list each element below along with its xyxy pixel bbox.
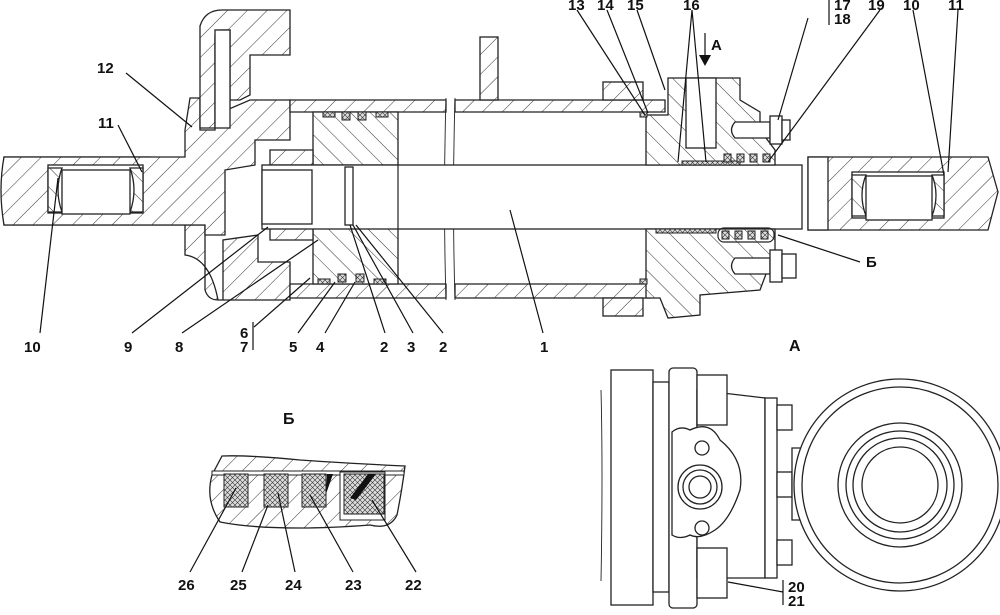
label-5: 5 — [289, 339, 297, 356]
detail-b-title: Б — [283, 411, 295, 428]
label-6: 6 — [240, 325, 248, 342]
piston-seal — [317, 278, 331, 285]
label-11-right: 11 — [948, 0, 964, 14]
view-a-arrow-head — [699, 55, 711, 66]
piston-seal — [375, 111, 389, 118]
label-3: 3 — [407, 339, 415, 356]
label-10-left: 10 — [24, 339, 41, 356]
label-10-right: 10 — [903, 0, 920, 14]
view-a-port-bolt — [694, 520, 710, 536]
label-13: 13 — [568, 0, 585, 14]
label-15: 15 — [627, 0, 644, 14]
label-7: 7 — [240, 339, 248, 356]
rod-seal — [723, 153, 732, 163]
piston-nut-low — [269, 227, 314, 241]
label-19: 19 — [868, 0, 885, 14]
label-11-left: 11 — [98, 115, 114, 132]
rod-seal — [762, 153, 771, 163]
label-12: 12 — [97, 60, 114, 77]
piston-seal — [355, 273, 365, 283]
view-a-arrow-label: A — [711, 37, 722, 54]
gland-bottom — [645, 228, 776, 319]
view-a-rod-bolt — [776, 539, 793, 566]
view-a: A 20 21 — [600, 338, 1000, 610]
view-a-bolt-plate — [764, 397, 778, 579]
detail-wedge-22 — [350, 474, 376, 500]
label-20: 20 — [788, 579, 805, 596]
label-25: 25 — [230, 577, 247, 594]
piston-nut — [269, 149, 314, 166]
view-a-rod-bolt — [776, 404, 793, 431]
left-bearing-ring2 — [129, 167, 144, 213]
label-23: 23 — [345, 577, 362, 594]
view-a-title: A — [789, 338, 801, 355]
gland-bolt-bottom — [730, 249, 797, 283]
piston-seal — [337, 273, 347, 283]
piston-seal — [373, 278, 387, 285]
tube-oring — [639, 278, 648, 285]
label-14: 14 — [597, 0, 614, 14]
detail-seal-25 — [263, 473, 289, 508]
label-16: 16 — [683, 0, 700, 14]
view-a-bolt-bottom — [696, 547, 728, 599]
rod-groove — [344, 166, 354, 226]
rod-seal — [734, 230, 743, 240]
label-26: 26 — [178, 577, 195, 594]
label-8: 8 — [175, 339, 183, 356]
rod-seal — [760, 230, 769, 240]
right-bearing-ring2 — [931, 174, 945, 217]
label-9: 9 — [124, 339, 132, 356]
rod-seal — [721, 230, 730, 240]
rod-eye-neck — [807, 156, 829, 231]
piston-top — [312, 111, 399, 166]
detail-b: Б 26 25 24 23 22 — [178, 411, 422, 594]
label-2b: 2 — [439, 339, 447, 356]
tube-bottom-right — [454, 283, 651, 299]
rod-seal — [736, 153, 745, 163]
right-ball — [865, 175, 933, 221]
rod-seal — [749, 153, 758, 163]
view-a-rod-bolt — [776, 471, 793, 498]
rear-eye-lug — [0, 97, 291, 236]
piston-seal — [341, 111, 351, 121]
label-22: 22 — [405, 577, 422, 594]
tube-bottom-left — [289, 283, 447, 299]
view-a-port-bolt — [694, 440, 710, 456]
detail-b-outline — [717, 227, 775, 243]
view-a-spacer — [652, 381, 670, 593]
flange-bottom — [602, 297, 644, 317]
piston-rod — [261, 164, 803, 230]
piston-seal — [322, 111, 336, 118]
leader-lines — [39, 0, 959, 350]
label-17: 17 — [834, 0, 851, 14]
gland-bolt-top — [730, 115, 791, 145]
label-1: 1 — [540, 339, 548, 356]
label-2a: 2 — [380, 339, 388, 356]
gland-bushing — [681, 160, 741, 166]
view-a-bolt-top — [696, 374, 728, 426]
left-ball — [61, 169, 131, 215]
label-18: 18 — [834, 11, 851, 28]
tube-top-right — [454, 99, 666, 113]
detail-seal-26 — [223, 473, 249, 508]
view-a-break — [600, 389, 603, 582]
view-a-tube-flange — [610, 369, 654, 606]
gland-bushing — [655, 228, 717, 234]
elbow-bore — [214, 29, 231, 129]
label-24: 24 — [285, 577, 302, 594]
view-a-port-inner — [688, 475, 712, 499]
detail-wedge-23 — [326, 474, 333, 494]
label-21: 21 — [788, 593, 805, 610]
main-section: A 12 — [0, 0, 999, 356]
view-a-bearing-bore — [861, 446, 939, 524]
label-detail-b-callout: Б — [866, 254, 877, 271]
rod-seal — [747, 230, 756, 240]
mounting-lug — [479, 36, 499, 101]
tube-top-left — [289, 99, 447, 113]
label-4: 4 — [316, 339, 325, 356]
piston-seal — [357, 111, 367, 121]
rod-end — [261, 169, 313, 225]
